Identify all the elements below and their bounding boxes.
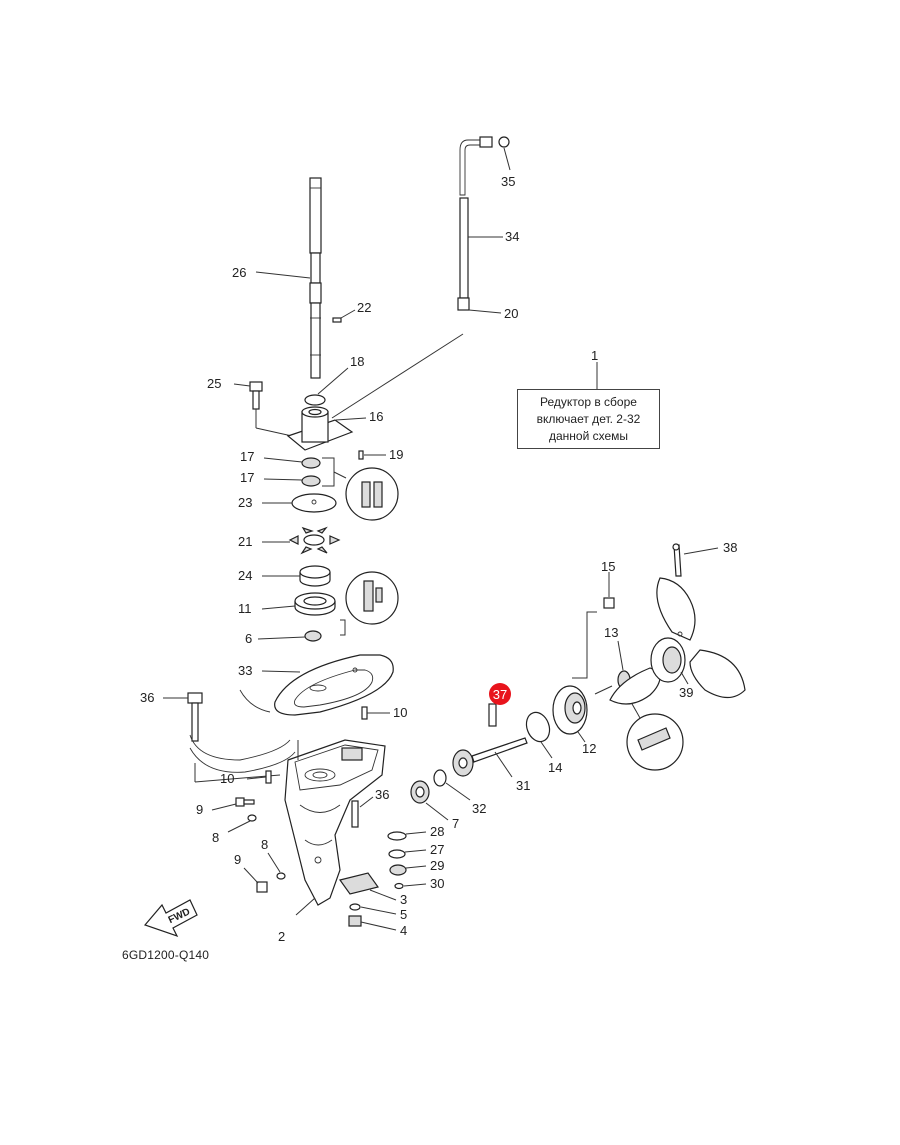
callout-39: 39 (679, 685, 693, 700)
seal-17-lower (301, 475, 321, 487)
pin-22 (332, 317, 342, 323)
dowel-pin-10-upper (361, 706, 368, 720)
propeller-shaft-31 (452, 737, 528, 777)
callout-15: 15 (601, 559, 615, 574)
insert-cartridge-24 (299, 565, 331, 587)
callout-8b: 8 (261, 837, 268, 852)
callout-13: 13 (604, 625, 618, 640)
callout-8a: 8 (212, 830, 219, 845)
seal-17-upper (301, 457, 321, 469)
callout-32: 32 (472, 801, 486, 816)
callout-29: 29 (430, 858, 444, 873)
callout-5: 5 (400, 907, 407, 922)
callout-9b: 9 (234, 852, 241, 867)
callout-2: 2 (278, 929, 285, 944)
pump-housing-16 (286, 406, 354, 451)
callout-22: 22 (357, 300, 371, 315)
bolt-36-upper (187, 692, 203, 742)
gear-case-2 (284, 739, 386, 906)
note-line-3: данной схемы (548, 428, 629, 443)
callout-3: 3 (400, 892, 407, 907)
washer-5 (349, 903, 361, 911)
grommet-8-upper (247, 814, 257, 822)
callout-30: 30 (430, 876, 444, 891)
callout-37-highlight (489, 683, 511, 705)
bolt-9-upper (235, 797, 255, 807)
callout-19: 19 (389, 447, 403, 462)
dowel-pin-10-lower (265, 770, 272, 784)
callout-7: 7 (452, 816, 459, 831)
assembly-note-box: Редуктор в сборе включает дет. 2-32 данн… (517, 389, 660, 449)
callout-18: 18 (350, 354, 364, 369)
washer-28 (387, 831, 407, 841)
callout-14: 14 (548, 760, 562, 775)
bolt-25 (249, 381, 263, 410)
callout-17: 17 (240, 449, 254, 464)
callout-26: 26 (232, 265, 246, 280)
pinion-gear-7 (410, 780, 430, 804)
callout-20: 20 (504, 306, 518, 321)
drive-shaft (309, 177, 322, 379)
callout-35: 35 (501, 174, 515, 189)
detail-view-seals (345, 467, 399, 521)
fwd-arrow-icon: FWD (143, 899, 198, 938)
o-ring-18 (304, 394, 326, 406)
bearing-cap-12 (552, 685, 588, 735)
propeller-39 (609, 577, 746, 705)
callout-23: 23 (238, 495, 252, 510)
nut-29 (389, 864, 407, 876)
callout-38: 38 (723, 540, 737, 555)
grommet-8-lower (276, 872, 286, 880)
callout-24: 24 (238, 568, 252, 583)
callout-16: 16 (369, 409, 383, 424)
callout-4: 4 (400, 923, 407, 938)
shift-rod (457, 136, 493, 311)
callout-33: 33 (238, 663, 252, 678)
pin-19 (358, 450, 364, 460)
pin-37 (488, 703, 497, 727)
callout-9a: 9 (196, 802, 203, 817)
o-ring-14 (525, 711, 551, 743)
bolt-15 (603, 597, 615, 609)
bolt-9-lower (256, 881, 268, 893)
stud-36-lower (351, 800, 359, 828)
callout-25: 25 (207, 376, 221, 391)
impeller-21 (288, 526, 341, 555)
callout-12: 12 (582, 741, 596, 756)
grommet-35 (498, 136, 510, 148)
seal-6 (304, 630, 322, 642)
note-line-1: Редуктор в сборе (540, 394, 637, 409)
callout-1: 1 (591, 348, 598, 363)
clip-30 (394, 882, 404, 890)
callout-28: 28 (430, 824, 444, 839)
callout-36b: 36 (375, 787, 389, 802)
plate-23 (291, 493, 337, 513)
callout-6: 6 (245, 631, 252, 646)
outer-plate-11 (294, 592, 336, 616)
drawing-code: 6GD1200-Q140 (122, 948, 210, 962)
note-line-2: включает дет. 2-32 (536, 411, 641, 426)
callout-11: 11 (238, 601, 252, 616)
plate-33 (274, 654, 394, 716)
callout-27: 27 (430, 842, 444, 857)
callout-21: 21 (238, 534, 252, 549)
callout-10b: 10 (220, 771, 234, 786)
callout-36: 36 (140, 690, 154, 705)
washer-32 (433, 769, 447, 787)
callout-17b: 17 (240, 470, 254, 485)
callout-37: 37 (493, 687, 507, 702)
washer-27 (388, 849, 406, 859)
callout-34: 34 (505, 229, 519, 244)
anode-3 (338, 872, 380, 895)
nut-4 (348, 915, 362, 927)
cotter-pin-38 (672, 543, 682, 577)
callout-10a: 10 (393, 705, 407, 720)
callout-31: 31 (516, 778, 530, 793)
